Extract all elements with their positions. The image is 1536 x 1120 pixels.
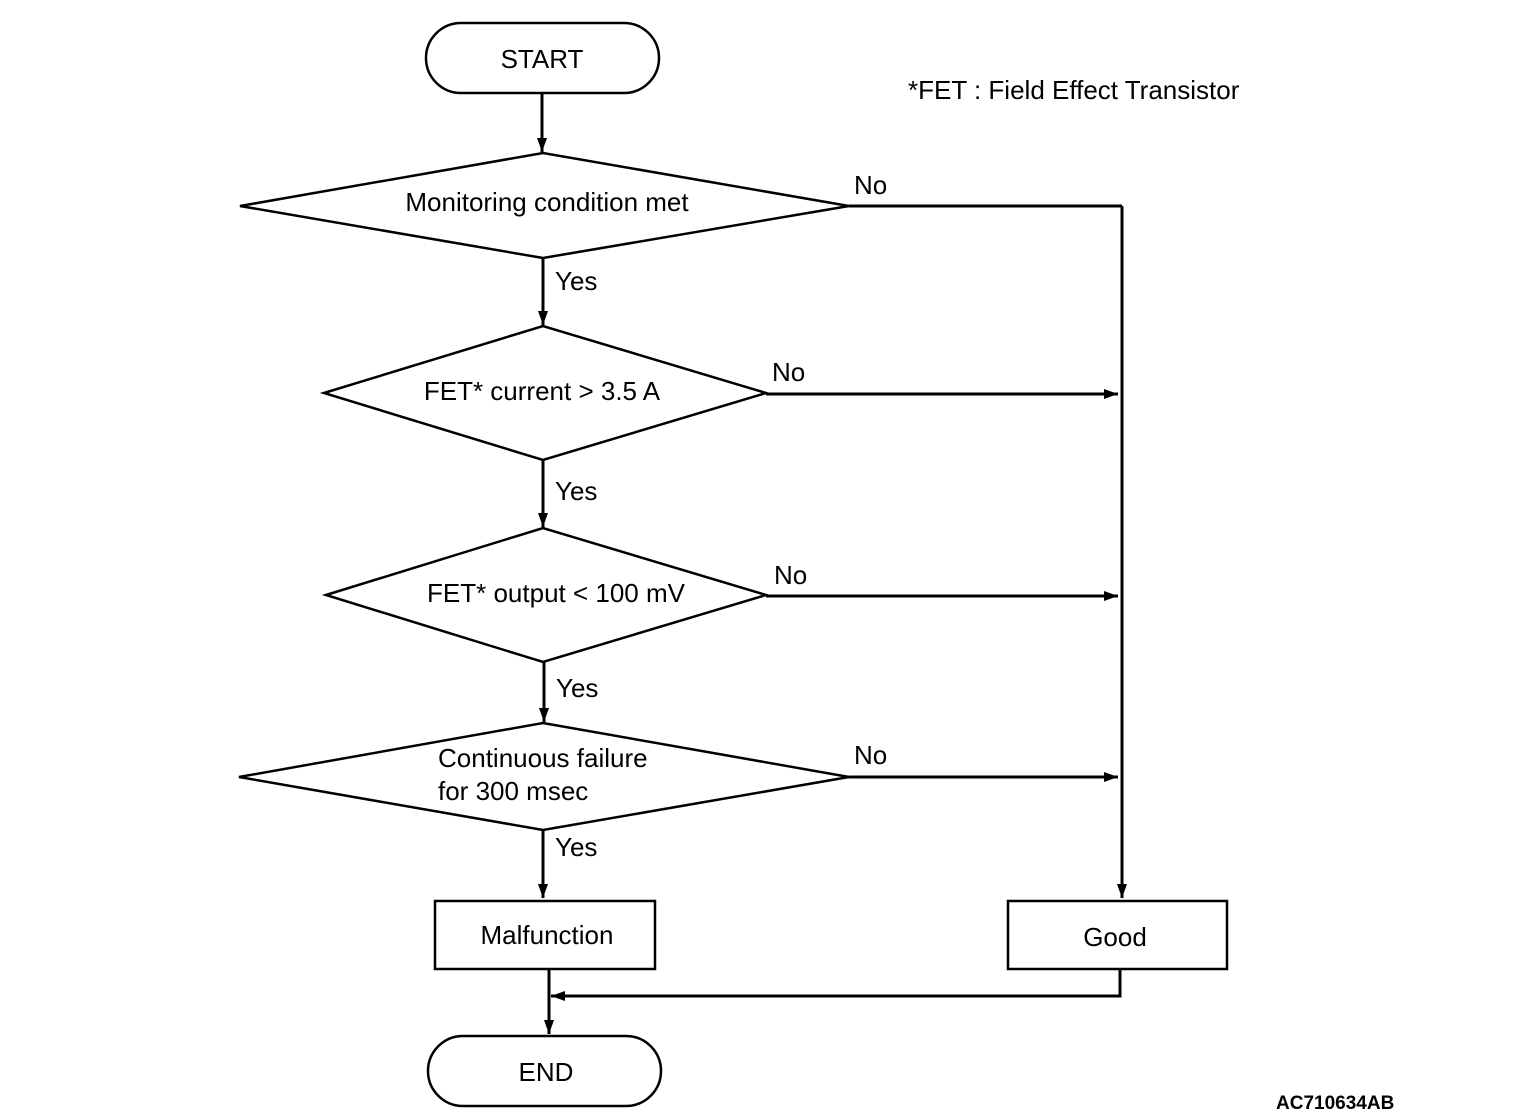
end-label: END (519, 1057, 574, 1087)
decision2-no-label: No (772, 357, 805, 387)
decision-fet-output-label: FET* output < 100 mV (427, 578, 686, 608)
decision4-no-label: No (854, 740, 887, 770)
decision3-no-label: No (774, 560, 807, 590)
footnote: *FET : Field Effect Transistor (908, 75, 1240, 105)
decision-continuous-failure-label-line2: for 300 msec (438, 776, 588, 806)
start-label: START (501, 44, 584, 74)
decision1-yes-label: Yes (555, 266, 597, 296)
good-label: Good (1083, 922, 1147, 952)
connector-good-return (551, 969, 1122, 1001)
figure-code: AC710634AB (1276, 1093, 1394, 1114)
decision-fet-current-label: FET* current > 3.5 A (424, 376, 661, 406)
malfunction-box (433, 899, 657, 971)
decision2-yes-label: Yes (555, 476, 597, 506)
decision4-yes-label: Yes (555, 832, 597, 862)
decision3-yes-label: Yes (556, 673, 598, 703)
end-terminal (426, 1034, 663, 1108)
decision-monitoring-condition-label: Monitoring condition met (405, 187, 689, 217)
malfunction-label: Malfunction (481, 920, 614, 950)
decision1-no-label: No (854, 170, 887, 200)
decision-continuous-failure-label-line1: Continuous failure (438, 743, 648, 773)
good-box (1006, 899, 1229, 971)
